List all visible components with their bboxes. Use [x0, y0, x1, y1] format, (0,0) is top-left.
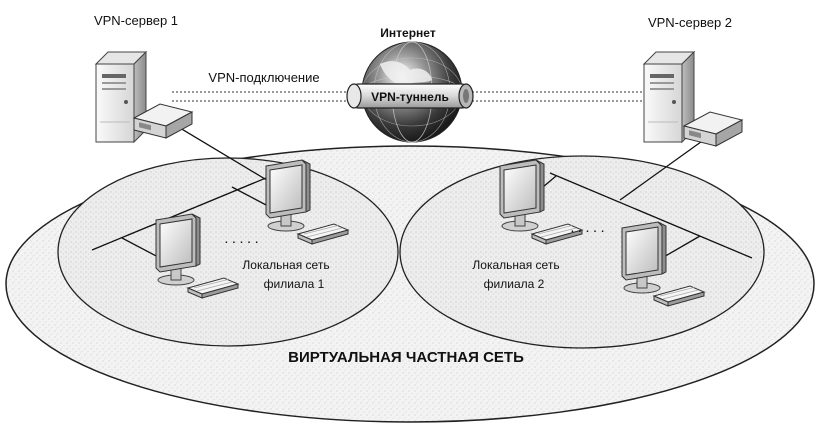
lan1-cabling — [91, 124, 301, 259]
lan1-label-line1: Локальная сеть — [242, 258, 329, 272]
vpn-connection-label: VPN-подключение — [208, 70, 319, 85]
lan2-ellipse — [399, 155, 765, 349]
lan2-label-line1: Локальная сеть — [472, 258, 559, 272]
lan2-label-line2: филиала 2 — [484, 277, 545, 291]
vpn-tunnel-tube — [346, 83, 474, 109]
vpn-server-2-label: VPN-сервер 2 — [648, 15, 732, 30]
internet-label: Интернет — [380, 26, 436, 40]
lan1-ellipsis: . . . . . — [225, 235, 259, 246]
lan2-ellipsis: . . . . . — [571, 224, 605, 235]
lan1-label-line2: филиала 1 — [264, 277, 325, 291]
vpn-server-1-label: VPN-сервер 1 — [94, 13, 178, 28]
vpn-tunnel-label: VPN-туннель — [371, 90, 449, 104]
lan1-ellipse — [57, 157, 399, 347]
vpn-title: ВИРТУАЛЬНАЯ ЧАСТНАЯ СЕТЬ — [288, 349, 524, 366]
vpn-connection-line — [172, 91, 644, 102]
